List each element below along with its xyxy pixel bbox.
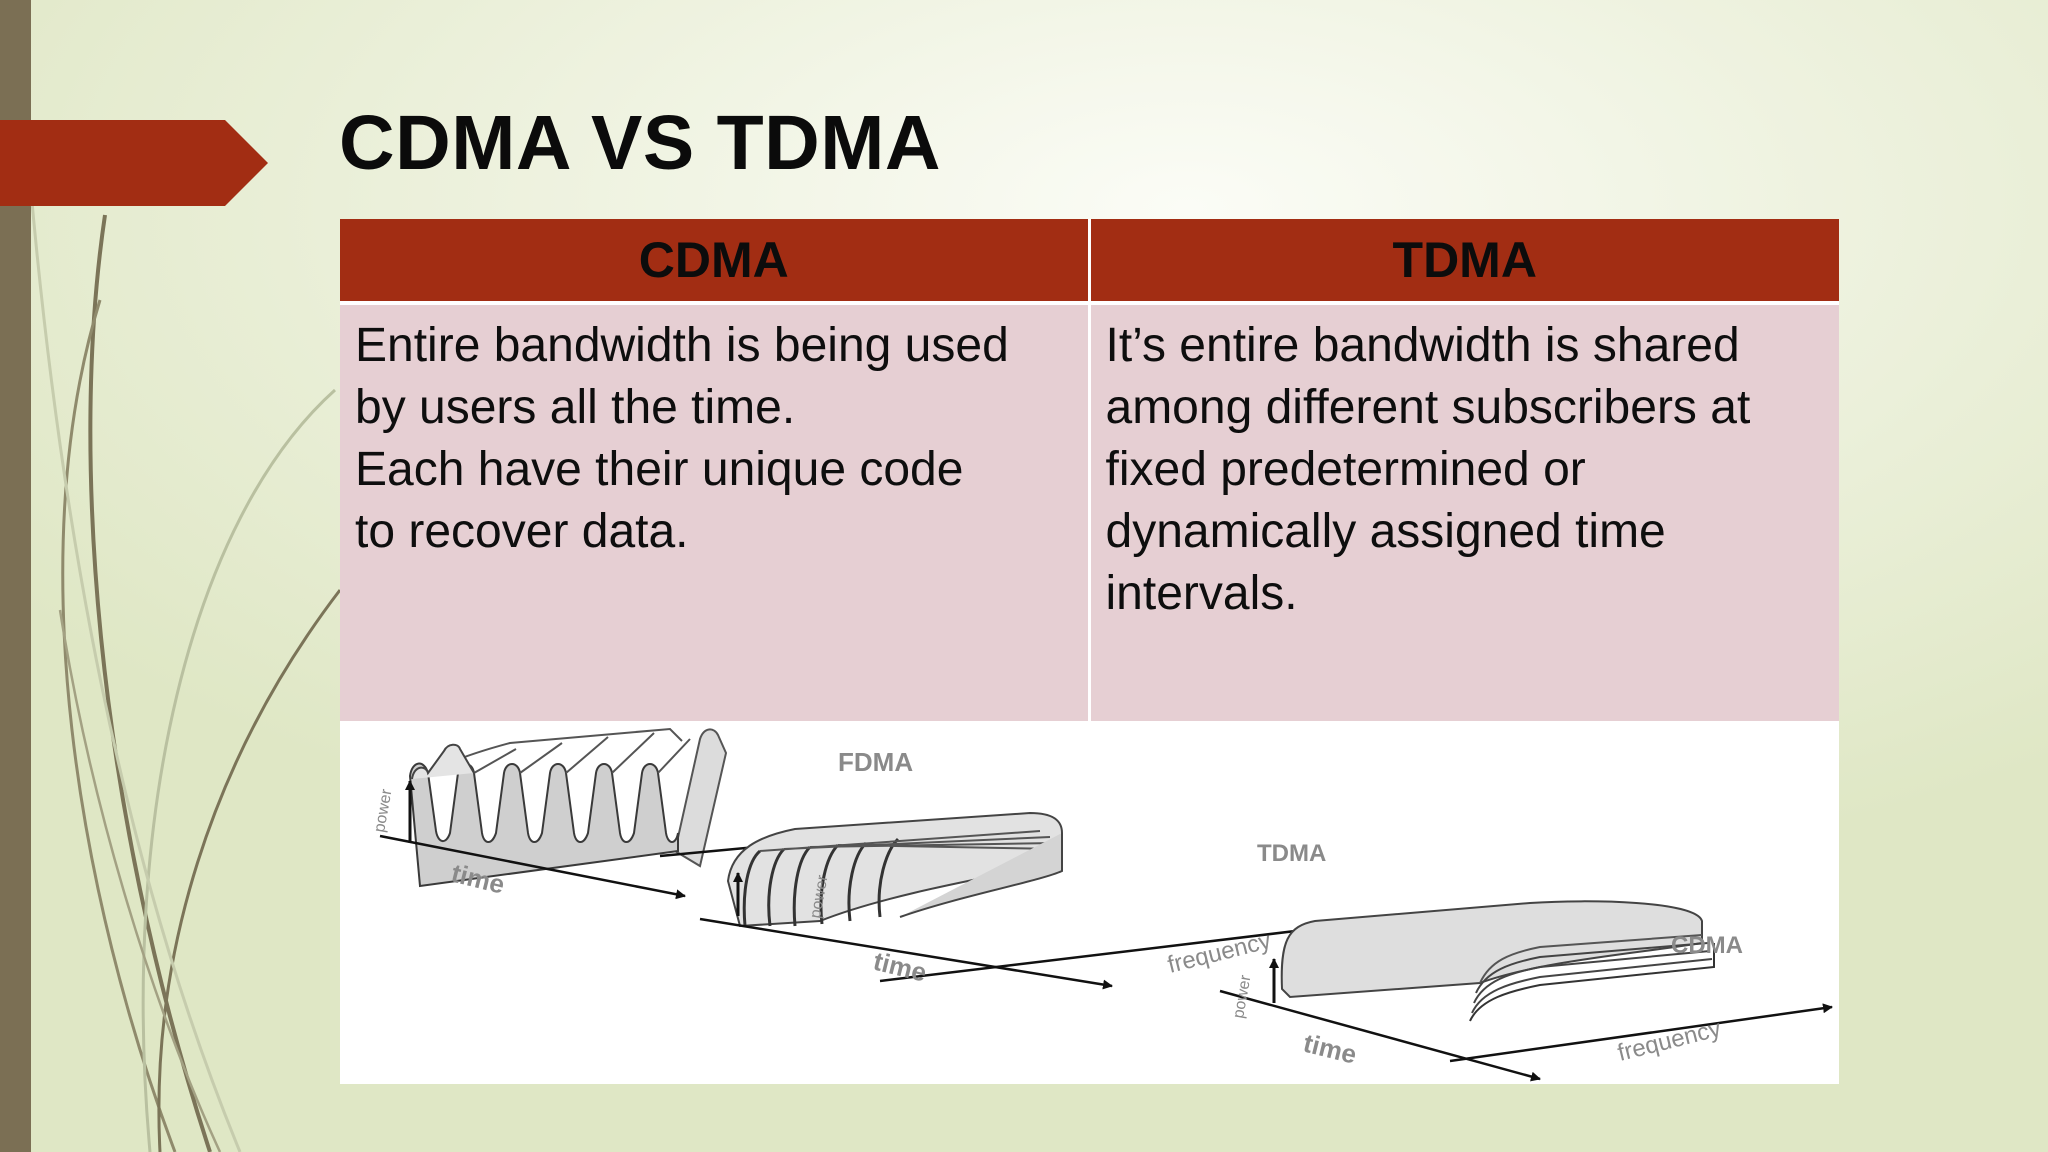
tdma-description-cell: It’s entire bandwidth is shared among di… <box>1089 303 1839 721</box>
cdma-time-axis <box>1219 989 1541 1082</box>
tdma-time-axis-label: time <box>871 946 930 988</box>
tdma-label: TDMA <box>1257 840 1326 867</box>
cdma-frequency-axis <box>1449 1003 1833 1063</box>
cdma-label: CDMA <box>1671 932 1743 959</box>
title-arrow-marker <box>0 120 268 206</box>
table-row: Entire bandwidth is being used by users … <box>340 303 1839 721</box>
comparison-table: CDMA TDMA Entire bandwidth is being used… <box>340 219 1839 721</box>
cdma-power-axis-label: power <box>1230 973 1254 1020</box>
tdma-frequency-axis <box>879 925 1313 983</box>
tdma-panel: TDMA power time frequency <box>699 811 1326 990</box>
tdma-time-axis <box>699 917 1113 990</box>
tdma-frequency-axis-label: frequency <box>1165 927 1274 979</box>
cdma-panel: CDMA power time frequency <box>1219 900 1833 1082</box>
cdma-code-layers <box>1280 900 1715 1022</box>
tdma-time-slots <box>726 811 1063 928</box>
fdma-label: FDMA <box>838 747 913 777</box>
fdma-power-axis-label: power <box>371 787 395 834</box>
table-header-row: CDMA TDMA <box>340 219 1839 305</box>
multiple-access-illustration: FDMA power time frequency TDMA power tim… <box>340 721 1839 1084</box>
cdma-frequency-axis-label: frequency <box>1615 1015 1724 1067</box>
page-title: CDMA VS TDMA <box>339 100 941 186</box>
cdma-description-cell: Entire bandwidth is being used by users … <box>340 303 1091 721</box>
cdma-time-axis-label: time <box>1301 1028 1360 1070</box>
cdma-description: Entire bandwidth is being used by users … <box>355 319 1009 558</box>
column-header-cdma: CDMA <box>340 219 1091 305</box>
fdma-tdma-cdma-diagram: FDMA power time frequency TDMA power tim… <box>371 727 1833 1082</box>
decorative-grass-lines <box>28 179 342 1152</box>
column-header-tdma: TDMA <box>1089 219 1839 305</box>
tdma-description: It’s entire bandwidth is shared among di… <box>1105 319 1751 620</box>
fdma-time-axis <box>379 834 686 900</box>
